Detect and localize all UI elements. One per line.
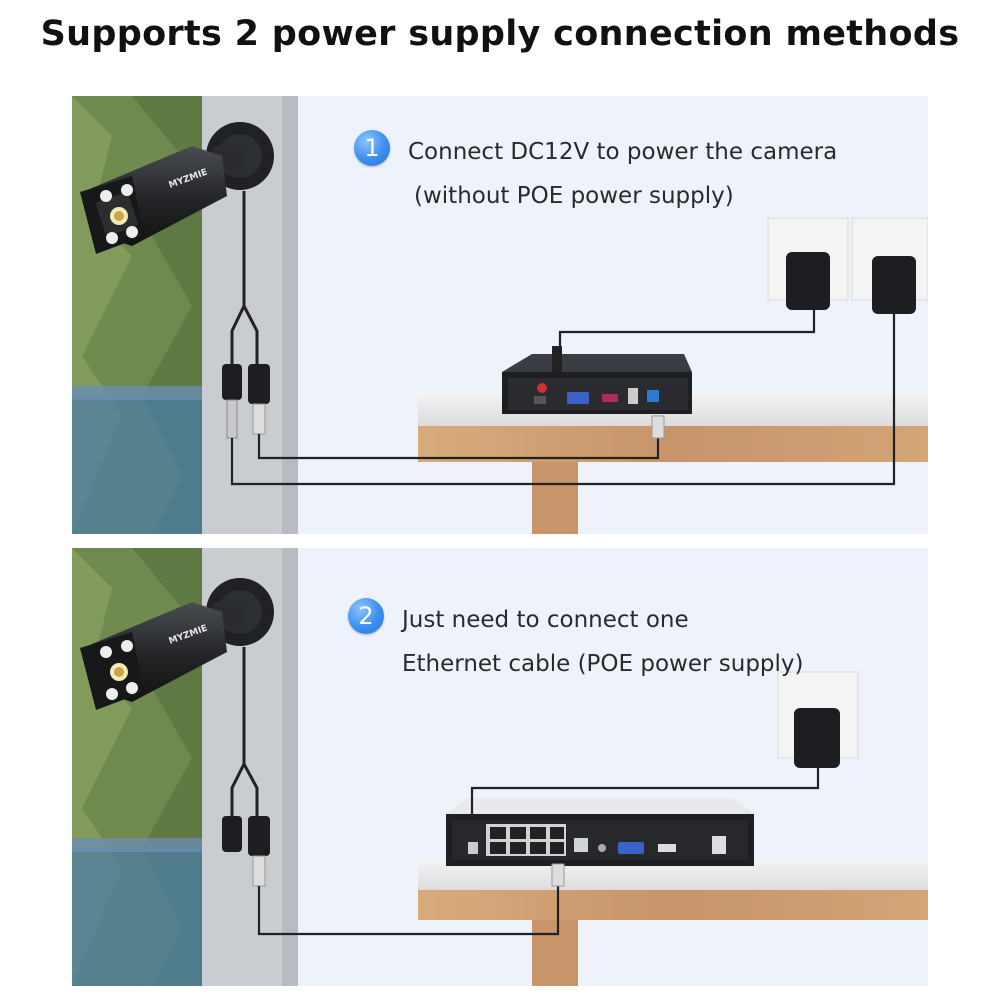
method-2-line1: Just need to connect one	[402, 607, 689, 633]
method-1-illustration: MYZMIE	[72, 96, 928, 534]
method-2-description: Just need to connect one Ethernet cable …	[402, 598, 804, 686]
method-2-illustration: MYZMIE	[72, 548, 928, 986]
desk-leg	[532, 462, 578, 534]
step-number-badge: 1	[354, 130, 390, 166]
method-1-panel: MYZMIE	[72, 96, 928, 534]
method-2-panel: MYZMIE	[72, 548, 928, 986]
method-1-line1: Connect DC12V to power the camera	[408, 139, 838, 165]
lan-port	[647, 390, 659, 402]
power-adapter-2	[872, 256, 916, 314]
usb-ports	[712, 836, 726, 854]
poe-port-block	[486, 824, 566, 856]
method-1-line2: (without POE power supply)	[414, 183, 734, 209]
pool-water	[72, 848, 202, 986]
desk-edge	[418, 890, 928, 920]
security-camera: MYZMIE	[80, 146, 227, 254]
network-connector	[248, 364, 270, 404]
power-adapter	[794, 708, 840, 768]
method-2-step: 2 Just need to connect one Ethernet cabl…	[348, 598, 804, 686]
pool-water	[72, 396, 202, 534]
step-number-badge: 2	[348, 598, 384, 634]
vga-port	[567, 392, 589, 404]
method-2-line2: Ethernet cable (POE power supply)	[402, 651, 804, 677]
nvr-recorder	[502, 354, 692, 414]
method-1-description: Connect DC12V to power the camera (witho…	[408, 130, 837, 218]
power-adapter-1	[786, 252, 830, 310]
hdmi-port	[602, 394, 618, 402]
security-camera: MYZMIE	[80, 602, 227, 710]
desk-edge	[418, 426, 928, 462]
connection-cables	[257, 768, 820, 936]
desk-leg	[532, 920, 578, 986]
dc-connector	[222, 364, 242, 400]
dc-connector	[222, 816, 242, 852]
vga-port	[618, 842, 644, 854]
poe-nvr-recorder	[446, 798, 754, 866]
method-1-step: 1 Connect DC12V to power the camera (wit…	[354, 130, 837, 218]
page-title: Supports 2 power supply connection metho…	[40, 14, 960, 54]
network-connector	[248, 816, 270, 856]
